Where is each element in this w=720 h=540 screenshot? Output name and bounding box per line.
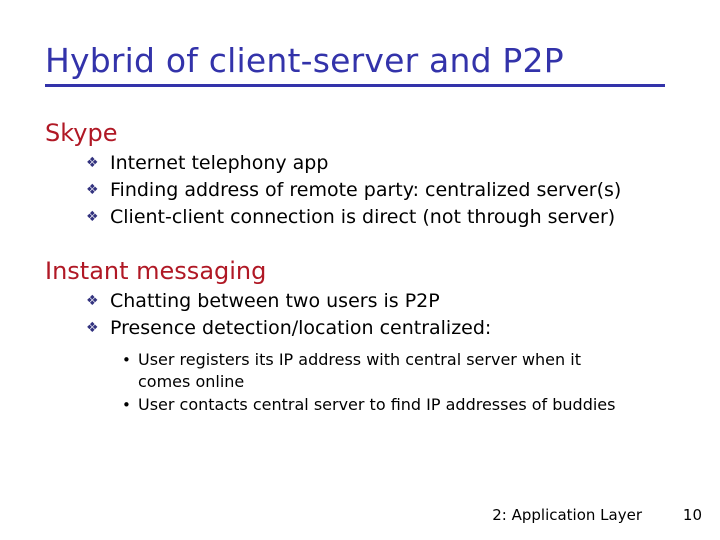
list-item: ❖ Client-client connection is direct (no… xyxy=(86,205,720,229)
section-heading-skype: Skype xyxy=(45,119,118,147)
sub-list-item-label: User contacts central server to find IP … xyxy=(138,395,616,415)
section-heading-instant-messaging: Instant messaging xyxy=(45,257,267,286)
diamond-bullet-icon: ❖ xyxy=(86,320,99,337)
footer-chapter-label: 2: Application Layer xyxy=(492,506,642,524)
slide-body: Skype ❖ Internet telephony app ❖ Finding… xyxy=(0,118,720,417)
list-item-label: Finding address of remote party: central… xyxy=(110,179,622,202)
diamond-bullet-icon: ❖ xyxy=(86,155,99,172)
round-bullet-icon: • xyxy=(122,396,131,415)
diamond-bullet-icon: ❖ xyxy=(86,209,99,226)
sub-list-item: • User contacts central server to find I… xyxy=(122,394,720,416)
list-item: ❖ Chatting between two users is P2P xyxy=(86,289,720,313)
section-spacer xyxy=(0,232,720,246)
slide-title: Hybrid of client-server and P2P xyxy=(45,42,665,87)
round-bullet-icon: • xyxy=(122,351,131,370)
list-item-label: Chatting between two users is P2P xyxy=(110,290,440,313)
sub-list-item-label: User registers its IP address with centr… xyxy=(138,350,581,392)
list-item: ❖ Finding address of remote party: centr… xyxy=(86,178,720,202)
list-item: ❖ Presence detection/location centralize… xyxy=(86,316,720,340)
list-item-label: Presence detection/location centralized: xyxy=(110,317,492,340)
list-item: ❖ Internet telephony app xyxy=(86,151,720,175)
slide-footer: 2: Application Layer 10 xyxy=(0,506,720,526)
list-item-label: Internet telephony app xyxy=(110,152,329,175)
diamond-bullet-icon: ❖ xyxy=(86,182,99,199)
footer-page-number: 10 xyxy=(682,506,702,524)
diamond-bullet-icon: ❖ xyxy=(86,293,99,310)
list-item-label: Client-client connection is direct (not … xyxy=(110,206,616,229)
sub-list-item: • User registers its IP address with cen… xyxy=(122,349,720,393)
